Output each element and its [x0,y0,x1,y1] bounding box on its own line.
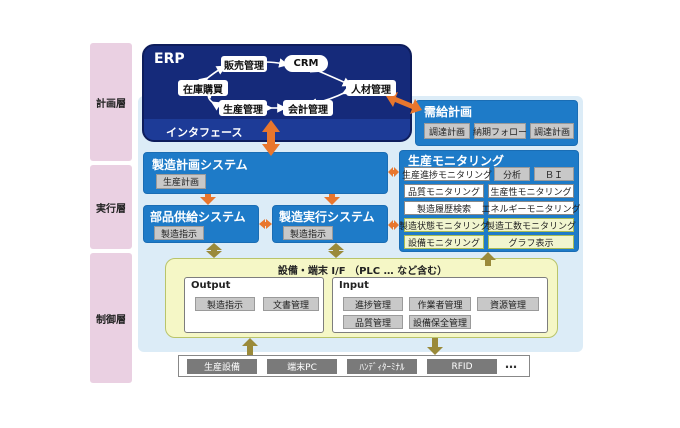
layer-label-control: 制御層 [90,253,132,383]
monitoring-equipment: 設備モニタリング [404,235,484,249]
mes-system: 製造実行システム 製造指示 [272,205,388,243]
device-production-equipment: 生産設備 [187,359,257,374]
demand-plan-title: 需給計画 [424,105,473,119]
monitoring-mfg-state: 製造状態モニタリング [399,218,489,232]
arrow-plan-parts [200,194,216,205]
orange-arrows [200,92,422,230]
demand-item-delivery-followup: 納期フォロー [473,123,527,139]
arrow-plc-device [427,338,443,355]
monitoring-bi: ＢＩ [534,167,574,181]
output-item-document-mgmt: 文書管理 [263,297,319,311]
input-item-quality: 品質管理 [343,315,403,329]
parts-supply-sub: 製造指示 [154,226,204,240]
monitoring-graph: グラフ表示 [488,235,574,249]
monitoring-man-hours: 製造工数モニタリング [486,218,576,232]
device-more: … [505,357,517,371]
monitoring-productivity: 生産性モニタリング [488,184,574,198]
erp-interface-label: インタフェース [166,126,243,139]
input-item-progress: 進捗管理 [343,297,403,311]
plc-output-title: Output [191,280,231,291]
layer-label-planning: 計画層 [90,43,132,161]
erp-node-inventory: 在庫購買 [178,80,228,96]
plc-interface-block: 設備・端末 I/F （PLC … など含む） Output 製造指示 文書管理 … [165,258,558,338]
arrow-plan-mes [324,194,340,205]
erp-node-accounting: 会計管理 [283,100,333,116]
input-item-maintenance: 設備保全管理 [409,315,471,329]
monitoring-analysis: 分析 [494,167,530,181]
device-terminal-pc: 端末PC [267,359,337,374]
mfg-plan-title: 製造計画システム [152,158,248,172]
production-monitoring-block: 生産モニタリング 生産進捗モニタリング 分析 ＢＩ 品質モニタリング 生産性モニ… [399,150,581,252]
demand-item-procurement-2: 調達計画 [530,123,574,139]
erp-node-sales: 販売管理 [221,56,267,72]
arrow-mes-plc [328,243,344,258]
device-handy-terminal: ﾊﾝﾃﾞｨﾀｰﾐﾅﾙ [347,359,417,374]
arrow-erp-demand [386,92,422,114]
arrow-device-plc [242,338,258,355]
arrow-parts-plc [206,243,222,258]
mfg-plan-sub: 生産計画 [156,174,206,189]
layer-planning-text: 計画層 [96,98,126,110]
monitoring-title: 生産モニタリング [408,154,505,168]
input-item-resource: 資源管理 [477,297,539,311]
monitoring-progress: 生産進捗モニタリング [402,167,492,181]
monitoring-energy: エネルギーモニタリング [482,201,581,215]
olive-arrows [206,243,496,355]
demand-item-procurement: 調達計画 [424,123,470,139]
layer-label-execution: 実行層 [90,165,132,249]
erp-node-production: 生産管理 [219,100,267,116]
parts-supply-title: 部品供給システム [150,210,246,224]
input-item-worker: 作業者管理 [409,297,471,311]
plc-input-title: Input [339,280,369,291]
layer-control-text: 制御層 [96,314,126,326]
device-rfid: RFID [427,359,497,374]
mfg-plan-system: 製造計画システム 生産計画 [143,152,388,194]
arrow-parts-mes [259,219,272,229]
plc-title: 設備・端末 I/F （PLC … など含む） [277,266,448,277]
arrow-erp-mfgplan [262,120,280,156]
parts-supply-system: 部品供給システム 製造指示 [143,205,259,243]
arrow-mes-monitoring [388,220,399,230]
mes-title: 製造実行システム [279,210,375,224]
layer-execution-text: 実行層 [96,203,126,215]
output-item-mfg-instruction: 製造指示 [195,297,255,311]
mes-sub: 製造指示 [283,226,333,240]
monitoring-history-search: 製造履歴検索 [404,201,484,215]
device-row: 生産設備 端末PC ﾊﾝﾃﾞｨﾀｰﾐﾅﾙ RFID … [178,355,530,377]
erp-title: ERP [154,51,185,67]
plc-output-box: Output 製造指示 文書管理 [184,277,324,333]
monitoring-quality: 品質モニタリング [404,184,484,198]
erp-node-hr: 人材管理 [346,80,396,96]
demand-plan-block: 需給計画 調達計画 納期フォロー 調達計画 [415,100,578,146]
plc-input-box: Input 進捗管理 作業者管理 資源管理 品質管理 設備保全管理 [332,277,548,333]
arrow-plan-monitoring [388,167,399,177]
erp-node-crm: CRM [284,55,328,72]
arrow-plc-monitoring [480,252,496,266]
